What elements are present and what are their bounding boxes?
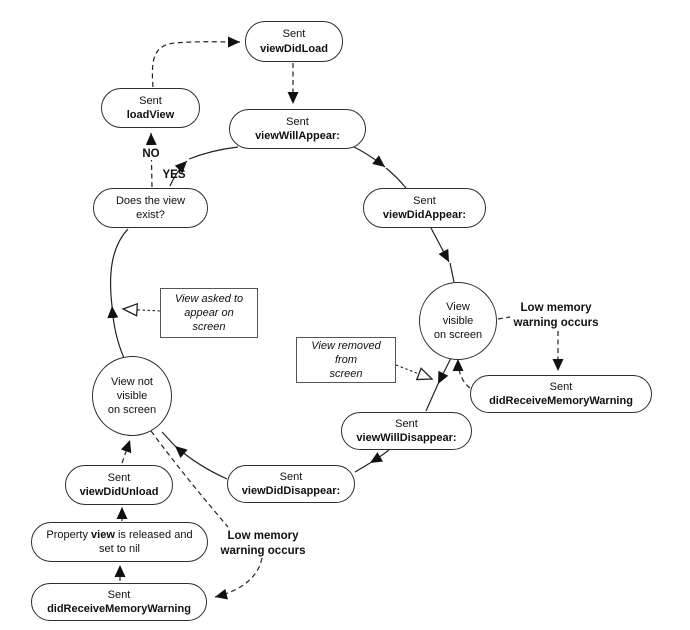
node-sent-viewwilldisappear: Sent viewWillDisappear: [341,412,472,450]
node-method: didReceiveMemoryWarning [47,603,191,615]
node-label: set to nil [99,543,140,555]
node-label: Property view is released and [46,528,192,542]
edge-viewdidappear-to-viewvisible-tail [449,262,455,283]
edge-viewdiddisappear-to-viewnotvisible [174,445,228,480]
annotation-view-removed-from-screen: View removed from screen [296,337,396,383]
label-line: warning occurs [513,316,599,329]
edge-lowmemory-bottom-to-didreceivememorywarning-left [214,557,263,600]
state-label: View not [111,375,153,388]
node-label: Sent [107,471,131,484]
node-sent-viewdidunload: Sent viewDidUnload [65,465,173,505]
node-method: viewDidUnload [79,486,159,498]
node-method: viewWillAppear: [255,130,340,142]
edge-viewnotvisible-to-doesviewexist [107,305,125,359]
node-sent-didreceivememorywarning-left: Sent didReceiveMemoryWarning [31,583,207,621]
node-label: Sent [413,194,436,207]
edge-viewdidunload-to-viewnotvisible [120,439,132,464]
text-bold: view [91,528,115,541]
node-label: Sent [286,115,309,128]
text-pre: Property [46,528,92,541]
annotation-view-asked-to-appear: View asked to appear on screen [160,288,258,338]
edge-viewvisible-to-viewwilldisappear-tail [425,383,439,412]
annotation-line: from [335,353,357,366]
label-yes: YES [162,169,186,181]
node-label: exist? [136,209,165,221]
node-label: Sent [395,417,418,430]
label-line: Low memory [520,302,592,314]
node-property-view-released: Property view is released and set to nil [31,522,208,562]
state-view-not-visible-on-screen: View not visible on screen [92,356,172,436]
node-label: Sent [279,470,303,483]
annotation-line: View removed [311,339,381,352]
node-label: Sent [282,28,306,41]
state-label: on screen [433,329,483,342]
edge-yes-to-viewwillappear [169,160,188,187]
edge-viewnotvisible-to-lowmemory-bottom [150,430,229,528]
state-label: on screen [107,404,157,417]
edge-viewasked-annotation [121,302,161,317]
edge-viewwillappear-to-viewdidappear [351,145,386,168]
label-line: warning occurs [220,544,306,557]
annotation-line: screen [329,368,363,381]
node-label: Sent [107,588,131,601]
node-sent-viewdidload: Sent viewDidLoad [245,21,343,62]
node-method: viewWillDisappear: [356,432,457,444]
edge-viewdidappear-to-viewvisible [430,227,450,263]
node-sent-loadview: Sent loadView [101,88,200,128]
edge-loadview-to-viewdidload [151,36,241,88]
edge-viewnotvisible-to-doesviewexist-tail [109,228,129,307]
edge-viewvisible-to-lowmemory [497,316,511,320]
node-does-view-exist: Does the view exist? [93,188,208,228]
annotation-line: View asked to [174,292,244,305]
node-sent-didreceivememorywarning-right: Sent didReceiveMemoryWarning [470,375,652,413]
state-label: View [446,300,470,313]
edge-viewwilldisappear-to-viewdiddisappear-tail [354,462,371,473]
node-label: Sent [139,94,162,107]
state-label: visible [442,314,474,327]
label-low-memory-warning-bottom: Low memory warning occurs [205,529,321,559]
node-sent-viewdiddisappear: Sent viewDidDisappear: [227,465,355,503]
edge-didreceivememorywarning-to-viewvisible [452,358,471,389]
text-post: is released and [114,528,193,541]
state-view-visible-on-screen: View visible on screen [419,282,497,360]
label-low-memory-warning-top: Low memory warning occurs [498,301,614,331]
annotation-line: screen [192,321,226,334]
node-method: viewDidDisappear: [241,485,341,497]
edge-viewremoved-annotation [395,364,434,381]
node-method: viewDidLoad [260,42,328,55]
annotation-line: appear on [184,306,234,319]
label-no: NO [134,148,168,160]
edge-no-to-loadview [145,132,157,188]
state-label: visible [116,389,148,402]
node-sent-viewwillappear: Sent viewWillAppear: [229,109,366,149]
edge-viewdiddisappear-to-viewnotvisible-tail [161,431,176,447]
node-method: viewDidAppear: [382,209,467,221]
edge-viewwillappear-to-viewdidappear-tail [385,167,407,189]
label-line: Low memory [227,530,299,542]
node-label: Does the view [115,194,186,207]
edge-viewvisible-to-viewwilldisappear [437,355,453,385]
edge-viewwilldisappear-to-viewdiddisappear [369,449,390,464]
node-sent-viewdidappear: Sent viewDidAppear: [363,188,486,228]
edge-yes-to-viewwillappear-tail [188,146,239,160]
node-method: loadView [126,109,175,121]
node-method: didReceiveMemoryWarning [489,395,633,407]
node-label: Sent [549,380,573,393]
